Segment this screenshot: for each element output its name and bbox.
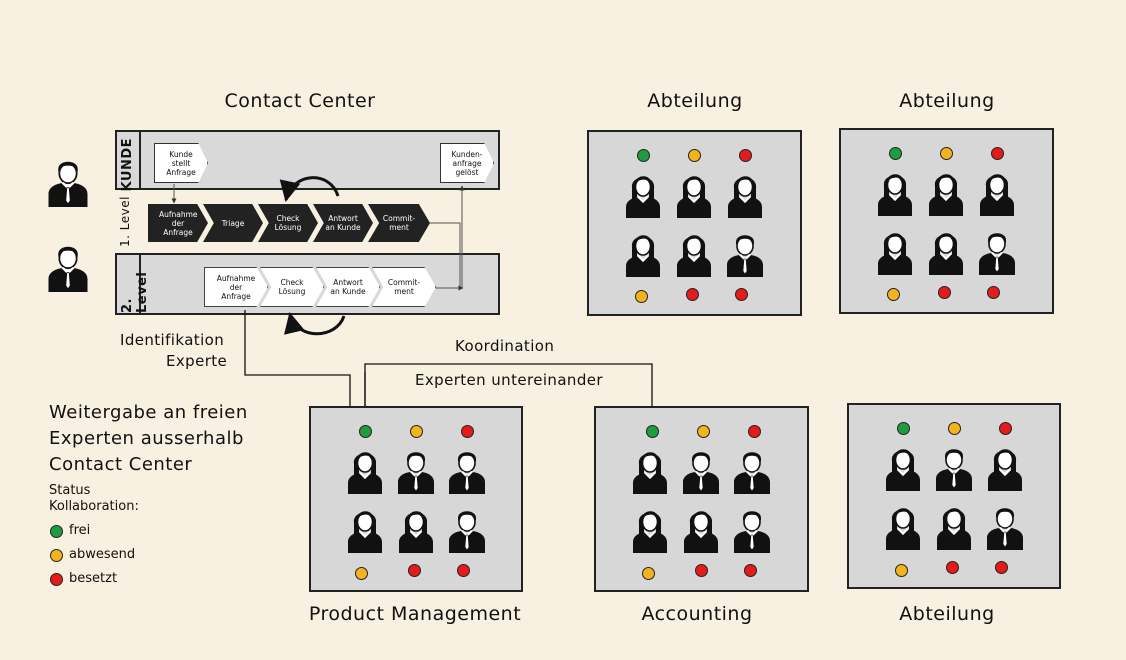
legend-free-dot	[50, 525, 63, 538]
man-icon	[447, 505, 487, 553]
status-busy-dot	[995, 561, 1008, 574]
woman-icon	[396, 505, 436, 553]
man-icon	[681, 446, 721, 494]
man-icon	[732, 446, 772, 494]
product-management-title: Product Management	[308, 603, 522, 625]
woman-icon	[926, 168, 966, 216]
woman-icon	[883, 443, 923, 491]
handoff-text-line3: Contact Center	[49, 454, 193, 475]
department-title: Abteilung	[899, 90, 995, 112]
escalation-line	[244, 310, 355, 421]
woman-icon	[630, 505, 670, 553]
woman-icon	[926, 227, 966, 275]
status-away-dot	[635, 290, 648, 303]
man-icon	[396, 446, 436, 494]
woman-icon	[674, 229, 714, 277]
man-icon	[985, 502, 1025, 550]
step-level1: Aufnahme der Anfrage	[148, 204, 208, 242]
status-busy-dot	[735, 288, 748, 301]
status-busy-dot	[991, 147, 1004, 160]
status-away-dot	[410, 425, 423, 438]
status-free-dot	[889, 147, 902, 160]
step-level1: Antwort an Kunde	[313, 204, 373, 242]
man-icon	[725, 229, 765, 277]
woman-icon	[934, 502, 974, 550]
status-busy-dot	[987, 286, 1000, 299]
woman-icon	[725, 170, 765, 218]
status-busy-dot	[946, 561, 959, 574]
status-busy-dot	[695, 564, 708, 577]
status-busy-dot	[686, 288, 699, 301]
woman-icon	[985, 443, 1025, 491]
woman-icon	[345, 505, 385, 553]
status-away-dot	[887, 288, 900, 301]
cycle-arrow-top	[279, 176, 340, 203]
status-busy-dot	[744, 564, 757, 577]
status-busy-dot	[457, 564, 470, 577]
expert-label: Experte	[166, 352, 228, 370]
status-free-dot	[897, 422, 910, 435]
department-panel-accounting	[594, 406, 809, 592]
woman-icon	[875, 168, 915, 216]
legend-away-label: abwesend	[69, 547, 136, 562]
experts-among-label: Experten untereinander	[415, 371, 603, 389]
woman-icon	[883, 502, 923, 550]
woman-icon	[623, 229, 663, 277]
identification-label: Identifikation	[120, 331, 225, 349]
department-panel-bottom-3	[847, 403, 1061, 589]
department-panel-top-2	[839, 128, 1054, 314]
lane-kunde: KUNDE	[115, 130, 500, 191]
department-title: Abteilung	[899, 603, 995, 625]
contact-center-title: Contact Center	[224, 90, 376, 112]
cycle-arrow-bottom	[284, 311, 346, 336]
status-free-dot	[637, 149, 650, 162]
woman-icon	[345, 446, 385, 494]
status-away-dot	[940, 147, 953, 160]
handoff-text-line1: Weitergabe an freien	[49, 402, 248, 423]
status-away-dot	[895, 564, 908, 577]
status-away-dot	[948, 422, 961, 435]
department-title: Abteilung	[647, 90, 743, 112]
status-busy-dot	[408, 564, 421, 577]
status-away-dot	[355, 567, 368, 580]
man-icon	[934, 443, 974, 491]
handoff-text-line2: Experten ausserhalb	[49, 428, 244, 449]
woman-icon	[977, 168, 1017, 216]
status-busy-dot	[748, 425, 761, 438]
department-panel-product-management	[309, 406, 523, 592]
woman-icon	[630, 446, 670, 494]
legend-away-dot	[50, 549, 63, 562]
man-icon	[447, 446, 487, 494]
coordination-label: Koordination	[455, 337, 555, 355]
status-away-dot	[642, 567, 655, 580]
legend-title: Status	[49, 483, 91, 498]
status-busy-dot	[999, 422, 1012, 435]
legend-busy-label: besetzt	[69, 571, 118, 586]
status-free-dot	[646, 425, 659, 438]
step-level2: Aufnahme der Anfrage	[204, 267, 268, 307]
status-busy-dot	[938, 286, 951, 299]
status-busy-dot	[739, 149, 752, 162]
step-kunde-end: Kunden-anfrage gelöst	[440, 143, 494, 183]
man-icon	[977, 227, 1017, 275]
man-icon	[732, 505, 772, 553]
status-away-dot	[688, 149, 701, 162]
accounting-title: Accounting	[641, 603, 753, 625]
step-kunde-start: Kunde stellt Anfrage	[154, 143, 208, 183]
woman-icon	[623, 170, 663, 218]
status-away-dot	[697, 425, 710, 438]
woman-icon	[681, 505, 721, 553]
status-free-dot	[359, 425, 372, 438]
department-panel-top-1	[587, 130, 802, 316]
woman-icon	[875, 227, 915, 275]
legend-busy-dot	[50, 573, 63, 586]
status-busy-dot	[461, 425, 474, 438]
woman-icon	[674, 170, 714, 218]
legend-title: Kollaboration:	[49, 499, 139, 514]
legend-free-label: frei	[69, 523, 91, 538]
